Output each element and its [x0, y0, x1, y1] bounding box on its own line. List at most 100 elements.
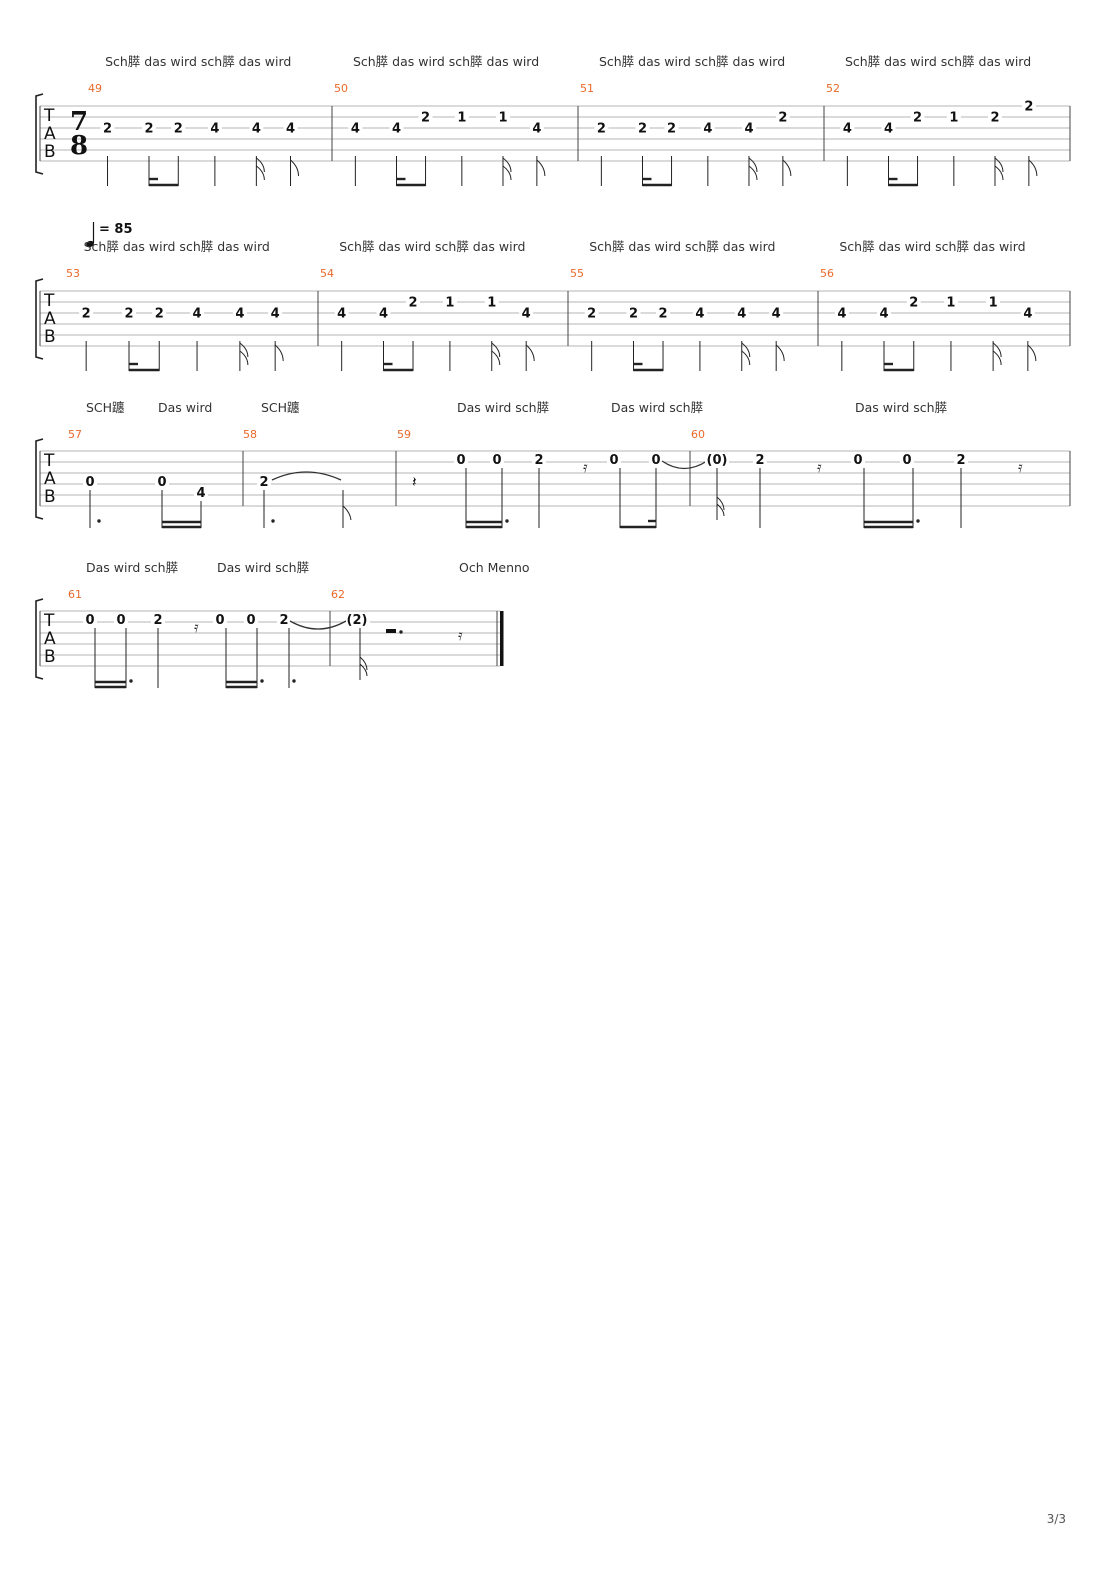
lyric: Das wird: [158, 400, 212, 415]
lyric: Sch膵 das wird sch膵 das wird: [339, 239, 525, 254]
system-3: SCH躔 Das wird SCH躔 Das wird sch膵 Das wir…: [35, 400, 1071, 529]
fret-number: 4: [879, 307, 888, 322]
sixteenth-flag: [741, 342, 751, 366]
fret-number: 2: [913, 111, 922, 126]
sixteenth-flag: [992, 342, 1002, 366]
measure-number: 61: [68, 588, 82, 601]
time-signature-numerator: 7: [70, 107, 88, 137]
fret-number: 1: [946, 296, 955, 311]
fret-number: 4: [695, 307, 704, 322]
time-signature-denominator: 8: [70, 131, 88, 161]
measure-number: 58: [243, 428, 257, 441]
fret-number: 4: [843, 122, 852, 137]
fret-number: 0: [85, 475, 94, 490]
lyric: SCH躔: [86, 400, 125, 415]
measure-number: 55: [570, 267, 584, 280]
staff-lines: [40, 290, 1070, 347]
measure-number: 50: [334, 82, 348, 95]
fret-number: 4: [271, 307, 280, 322]
tab-clef-t: T: [43, 451, 55, 471]
fret-number: 2: [153, 613, 162, 628]
quarter-note-icon: [86, 240, 94, 248]
fret-number: 2: [124, 307, 133, 322]
lyric: Das wird sch膵: [457, 400, 549, 415]
measure-number: 56: [820, 267, 834, 280]
fret-number: 4: [744, 122, 753, 137]
eighth-flag: [290, 159, 300, 177]
eighth-flag: [775, 344, 785, 362]
tab-clef-b: B: [44, 327, 56, 347]
fret-number: 0: [492, 453, 501, 468]
dot: [97, 519, 101, 523]
sixteenth-rest: 𝄿: [583, 458, 588, 476]
lyric: Sch膵 das wird sch膵 das wird: [845, 54, 1031, 69]
final-barline: [500, 611, 504, 666]
lyric: Sch膵 das wird sch膵 das wird: [353, 54, 539, 69]
fret-number: 2: [755, 453, 764, 468]
fret-number: 2: [629, 307, 638, 322]
tab-clef-b: B: [44, 487, 56, 507]
fret-number: 4: [392, 122, 401, 137]
fret-number: 4: [884, 122, 893, 137]
eighth-flag: [782, 159, 792, 177]
fret-number: 2: [534, 453, 543, 468]
fret-number: 4: [1023, 307, 1032, 322]
measure-number: 54: [320, 267, 334, 280]
fret-number: 1: [457, 111, 466, 126]
fret-number: 2: [909, 296, 918, 311]
fret-number: 0: [651, 453, 660, 468]
fret-number: (0): [707, 453, 728, 468]
fret-number: 2: [174, 122, 183, 137]
fret-number: 4: [286, 122, 295, 137]
fret-number: 2: [587, 307, 596, 322]
measure-number: 57: [68, 428, 82, 441]
staff-lines: [40, 610, 500, 667]
fret-number: 0: [85, 613, 94, 628]
fret-number: 0: [609, 453, 618, 468]
fret-number: 1: [989, 296, 998, 311]
fret-number: 0: [246, 613, 255, 628]
lyric: Sch膵 das wird sch膵 das wird: [589, 239, 775, 254]
sixteenth-rest: 𝄿: [817, 458, 822, 476]
fret-number: 0: [456, 453, 465, 468]
page-number: 3/3: [1046, 1512, 1066, 1526]
tab-clef-b: B: [44, 142, 56, 162]
fret-number: 4: [235, 307, 244, 322]
sixteenth-flag: [239, 342, 249, 366]
fret-number: 4: [252, 122, 261, 137]
fret-number: 0: [116, 613, 125, 628]
fret-number: 2: [155, 307, 164, 322]
tab-clef-t: T: [43, 611, 55, 631]
fret-number: 2: [658, 307, 667, 322]
lyric: Das wird sch膵: [611, 400, 703, 415]
fret-number: 4: [210, 122, 219, 137]
fret-number: 4: [772, 307, 781, 322]
tie-arc: [661, 460, 708, 470]
measure-number: 62: [331, 588, 345, 601]
fret-number: 2: [638, 122, 647, 137]
fret-number: 2: [990, 111, 999, 126]
fret-number: 2: [279, 613, 288, 628]
system-bracket: [35, 598, 44, 680]
staff-lines: [40, 450, 1070, 507]
fret-number: 2: [778, 111, 787, 126]
lyric: SCH躔: [261, 400, 300, 415]
fret-number: 2: [956, 453, 965, 468]
tempo-value: = 85: [99, 222, 133, 237]
fret-number: 0: [853, 453, 862, 468]
sixteenth-flag: [994, 157, 1004, 181]
sixteenth-rest: 𝄿: [194, 618, 199, 636]
tab-clef-b: B: [44, 647, 56, 667]
fret-number: (2): [347, 613, 368, 628]
fret-number: 1: [949, 111, 958, 126]
sixteenth-rest: 𝄿: [1018, 458, 1023, 476]
tie-arc: [289, 620, 347, 630]
fret-number: 4: [703, 122, 712, 137]
sixteenth-flag: [502, 157, 512, 181]
